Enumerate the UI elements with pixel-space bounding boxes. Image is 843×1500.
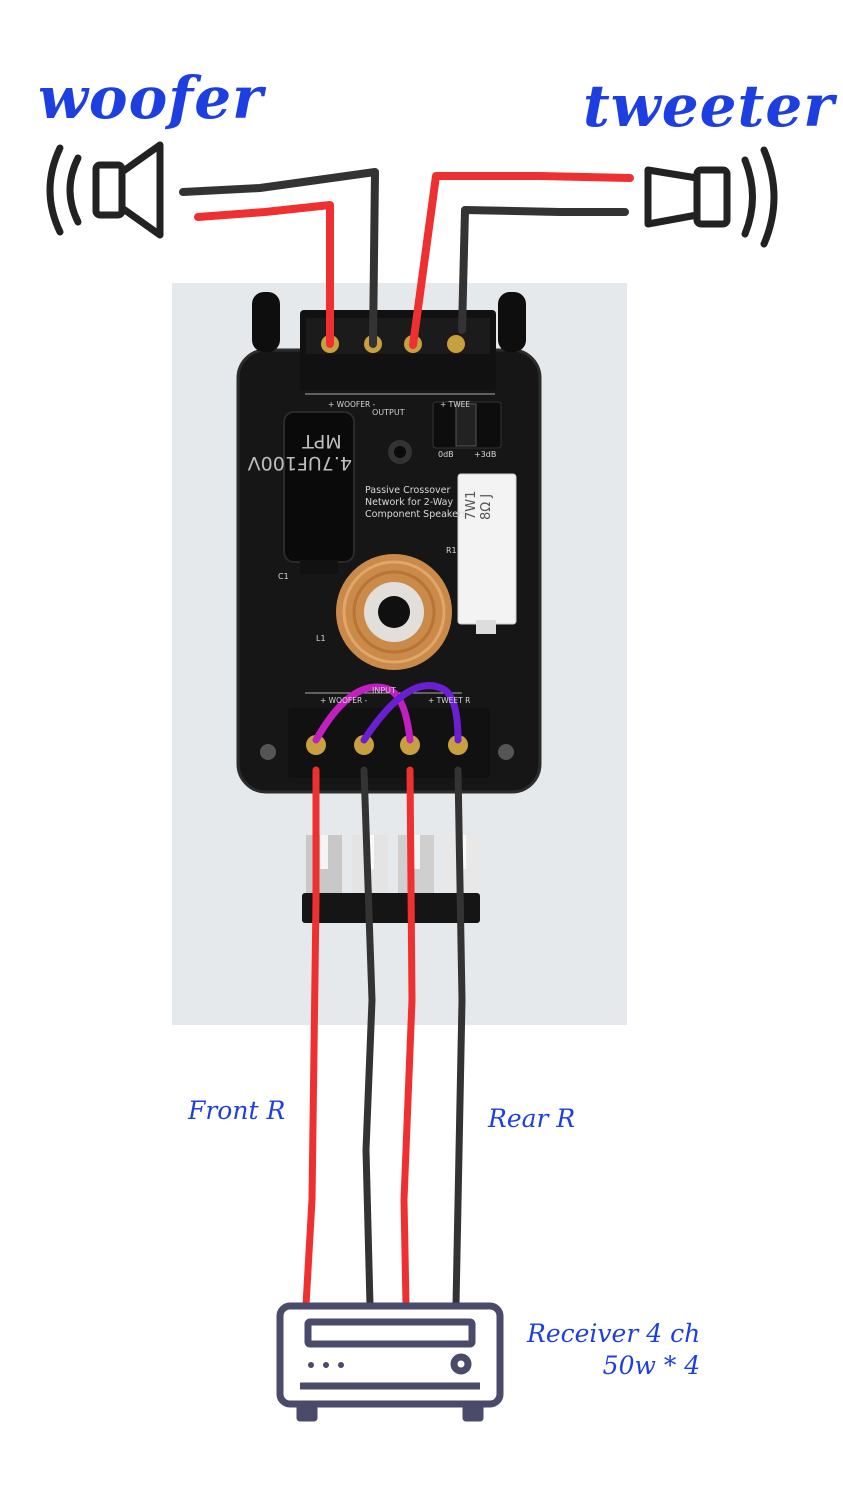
switch-0db-label: 0dB	[438, 450, 454, 459]
tweeter-label: tweeter	[583, 72, 835, 140]
input-screw-4	[448, 735, 468, 755]
woofer-speaker-icon	[46, 141, 164, 239]
receiver-label-line-1: Receiver 4 ch	[527, 1319, 701, 1348]
receiver-icon	[276, 1302, 504, 1422]
input-screw-1	[306, 735, 326, 755]
tweeter-wire-red	[409, 172, 634, 349]
rear-wire-red	[400, 766, 416, 1309]
front-wire-red	[302, 766, 320, 1309]
receiver-dot-3	[338, 1362, 344, 1368]
tweeter-wire-black	[458, 206, 629, 334]
receiver-dot-1	[308, 1362, 314, 1368]
tweeter-output-label: + TWEE	[440, 400, 471, 409]
woofer-label: woofer	[38, 64, 264, 132]
input-screw-2	[354, 735, 374, 755]
spade-connectors	[302, 893, 480, 923]
tweeter-input-label: + TWEET R	[428, 696, 471, 705]
receiver-label: Receiver 4 ch 50w * 4	[527, 1318, 700, 1382]
output-screw-4	[447, 335, 465, 353]
board-caption: Passive Crossover Network for 2-Way Comp…	[365, 485, 467, 521]
tweeter-speaker-icon	[644, 146, 778, 248]
caption-line-2: Network for 2-Way	[365, 497, 454, 508]
jumper-magenta	[312, 683, 414, 744]
c1-label: C1	[278, 572, 289, 581]
input-label: INPUT	[372, 686, 396, 695]
jumper-purple	[360, 682, 462, 744]
r1-label: R1	[446, 546, 457, 555]
caption-line-1: Passive Crossover	[365, 485, 451, 496]
input-screw-3	[400, 735, 420, 755]
l1-label: L1	[316, 634, 326, 643]
input-terminal-block	[288, 708, 490, 778]
woofer-wire-black	[179, 168, 379, 348]
mount-post-right	[498, 292, 526, 352]
caption-line-3: Component Speakers	[365, 509, 467, 520]
front-wire-black	[360, 766, 376, 1309]
capacitor-text: 4.7UF100V MPT	[247, 430, 352, 474]
switch-3db-label: +3dB	[474, 450, 497, 459]
receiver-label-line-2: 50w * 4	[602, 1351, 701, 1380]
receiver-dot-2	[323, 1362, 329, 1368]
rear-wire-black	[452, 766, 466, 1309]
woofer-input-label: + WOOFER -	[320, 696, 368, 705]
output-label: OUTPUT	[372, 408, 405, 417]
mount-post-left	[252, 292, 280, 352]
woofer-wire-red	[194, 201, 334, 348]
front-r-label: Front R	[188, 1096, 286, 1125]
rear-r-label: Rear R	[488, 1104, 576, 1133]
woofer-output-label: + WOOFER -	[328, 400, 376, 409]
resistor-text: 7W1 8Ω J	[464, 490, 494, 520]
